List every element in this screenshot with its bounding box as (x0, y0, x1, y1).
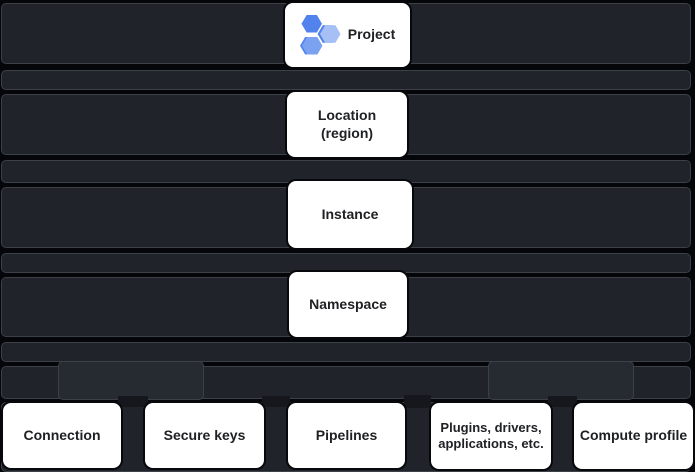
gap-notch-1 (118, 396, 148, 407)
level-label-location: Location (region) (317, 107, 377, 141)
band-subrect-right (488, 361, 634, 400)
band-spacer-4 (1, 342, 691, 362)
child-label-compute-profile: Compute profile (579, 427, 688, 444)
child-box-secure-keys: Secure keys (145, 403, 264, 468)
level-label-instance: Instance (321, 205, 379, 222)
band-spacer-1 (1, 70, 691, 90)
gap-notch-3 (404, 395, 431, 408)
level-box-project: Project (285, 3, 410, 67)
level-label-namespace: Namespace (309, 295, 387, 312)
level-box-namespace: Namespace (289, 272, 407, 337)
band-subrect-left (58, 361, 204, 400)
gap-notch-2 (262, 396, 290, 407)
child-label-connection: Connection (23, 426, 101, 443)
child-box-pipelines: Pipelines (288, 403, 405, 468)
child-box-plugins: Plugins, drivers, applications, etc. (431, 403, 551, 469)
child-label-pipelines: Pipelines (315, 426, 378, 443)
band-spacer-3 (1, 253, 691, 273)
band-spacer-2 (1, 160, 691, 183)
gap-notch-4 (548, 396, 577, 407)
level-box-location: Location (region) (287, 92, 407, 157)
child-box-connection: Connection (3, 403, 121, 468)
child-label-secure-keys: Secure keys (163, 426, 246, 443)
child-label-plugins: Plugins, drivers, applications, etc. (438, 420, 544, 451)
level-label-project: Project (347, 26, 396, 43)
data-fusion-hexagons-icon (299, 14, 341, 55)
level-box-instance: Instance (288, 181, 412, 248)
child-box-compute-profile: Compute profile (574, 403, 693, 469)
